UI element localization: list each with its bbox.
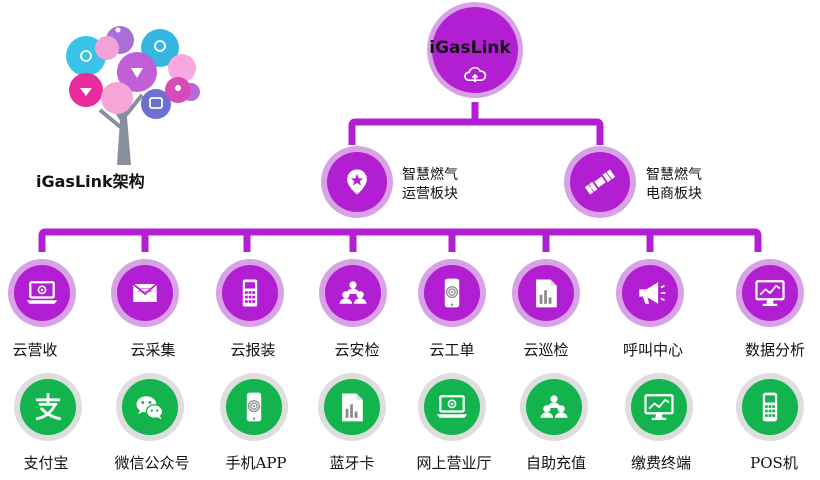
calculator-icon [242, 279, 258, 307]
channel-node [116, 373, 184, 441]
channel-label: 蓝牙卡 [329, 454, 375, 472]
laptop-icon [435, 395, 469, 419]
channel-node [14, 373, 82, 441]
channel-label: 支付宝 [23, 454, 69, 472]
module-nodes [8, 259, 804, 327]
node-disc [20, 379, 76, 435]
branch-label-line2: 电商板块 [646, 186, 702, 202]
channel-label: 网上营业厅 [416, 454, 492, 472]
document-chart-icon [536, 279, 557, 308]
branch-label-line1: 智慧燃气 [646, 167, 702, 183]
branch-label-line2: 运营板块 [402, 186, 458, 202]
envelope-icon [132, 283, 158, 303]
channel-nodes [14, 373, 804, 441]
branch-label-ecommerce: 智慧燃气 电商板块 [646, 166, 702, 204]
laptop-icon [25, 281, 59, 305]
channel-node [220, 373, 288, 441]
connector-lines [38, 102, 762, 252]
module-label: 云安检 [334, 341, 380, 359]
channel-node [418, 373, 486, 441]
module-label: 云工单 [429, 341, 475, 359]
root-node [427, 2, 523, 98]
module-node [8, 259, 76, 327]
channel-label: 缴费终端 [630, 454, 692, 472]
channel-node [736, 373, 804, 441]
channel-label: 自助充值 [525, 454, 587, 472]
module-label: 数据分析 [744, 341, 806, 359]
logo-title: iGasLink架构 [36, 172, 145, 191]
channel-node [520, 373, 588, 441]
module-node [418, 259, 486, 327]
module-label: 云采集 [130, 341, 176, 359]
logo-tree-icon [66, 26, 200, 165]
channel-label: POS机 [750, 454, 798, 472]
pos-calculator-icon [762, 392, 778, 422]
channel-label: 微信公众号 [114, 454, 190, 472]
phone-target-icon [444, 277, 460, 309]
branch-label-operations: 智慧燃气 运营板块 [402, 166, 458, 204]
module-node [216, 259, 284, 327]
module-label: 云报装 [230, 341, 276, 359]
channel-node [318, 373, 386, 441]
module-label: 呼叫中心 [622, 341, 684, 359]
branch-node-operations [321, 146, 393, 218]
module-node [319, 259, 387, 327]
module-node [512, 259, 580, 327]
channel-label: 手机APP [225, 454, 287, 472]
root-title: iGasLink [429, 38, 511, 58]
module-node [736, 259, 804, 327]
phone-target-icon [246, 391, 262, 423]
channel-node [625, 373, 693, 441]
module-node [111, 259, 179, 327]
module-node [616, 259, 684, 327]
module-label: 云营收 [12, 341, 58, 359]
document-chart-icon [342, 393, 363, 422]
module-label: 云巡检 [523, 341, 569, 359]
branch-label-line1: 智慧燃气 [402, 167, 458, 183]
branch-node-ecommerce [564, 146, 636, 218]
